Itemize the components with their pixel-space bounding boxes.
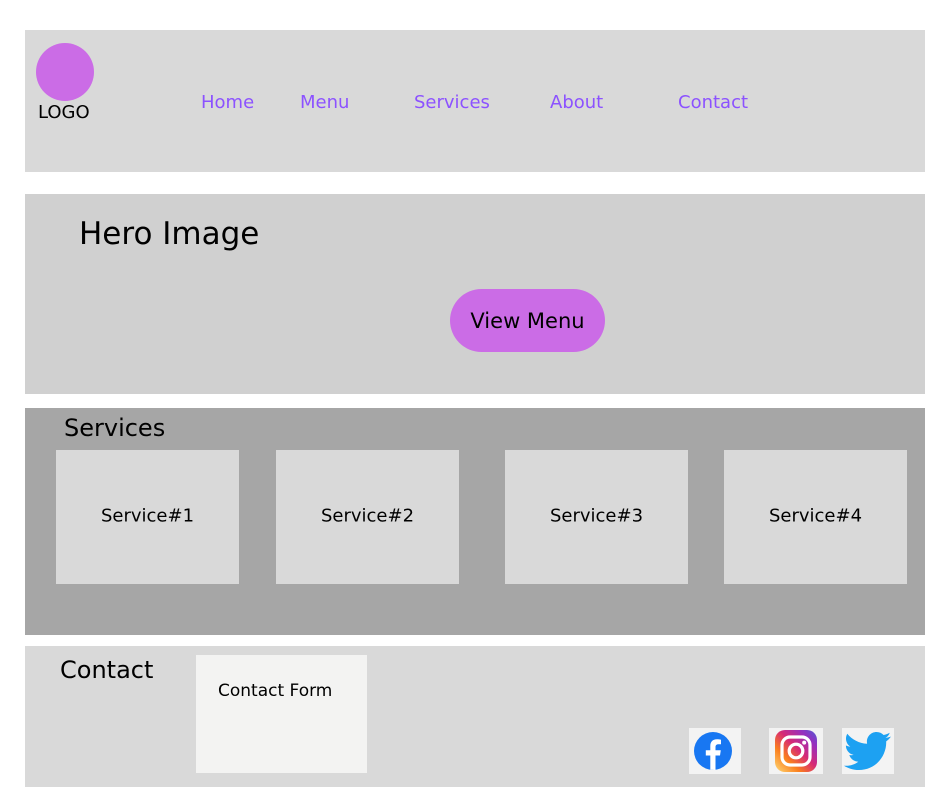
instagram-icon[interactable] — [769, 728, 823, 774]
nav-menu-link[interactable]: Menu — [300, 92, 350, 113]
nav-services-link[interactable]: Services — [414, 92, 490, 113]
logo-text: LOGO — [38, 102, 90, 123]
hero-section: Hero Image View Menu — [25, 194, 925, 394]
nav-about-link[interactable]: About — [550, 92, 604, 113]
services-title: Services — [64, 414, 166, 442]
contact-form-label: Contact Form — [218, 681, 333, 701]
hero-title: Hero Image — [79, 216, 260, 252]
contact-section: Contact Contact Form — [25, 646, 925, 787]
view-menu-button[interactable]: View Menu — [450, 289, 605, 352]
service-card-label: Service#2 — [320, 505, 415, 527]
service-card[interactable]: Service#4 — [724, 450, 907, 584]
service-card[interactable]: Service#2 — [276, 450, 459, 584]
service-card-label: Service#1 — [100, 505, 195, 527]
logo-icon[interactable] — [36, 43, 94, 101]
nav-contact-link[interactable]: Contact — [678, 92, 749, 113]
service-card-label: Service#3 — [549, 505, 644, 527]
contact-title: Contact — [60, 656, 154, 684]
service-card[interactable]: Service#1 — [56, 450, 239, 584]
service-card-label: Service#4 — [768, 505, 863, 527]
header: LOGO Home Menu Services About Contact — [25, 30, 925, 172]
service-card[interactable]: Service#3 — [505, 450, 688, 584]
services-section: Services Service#1 Service#2 Service#3 S… — [25, 408, 925, 635]
nav-home-link[interactable]: Home — [201, 92, 255, 113]
twitter-icon[interactable] — [842, 728, 894, 774]
contact-form[interactable]: Contact Form — [196, 655, 367, 773]
facebook-icon[interactable] — [689, 728, 741, 774]
